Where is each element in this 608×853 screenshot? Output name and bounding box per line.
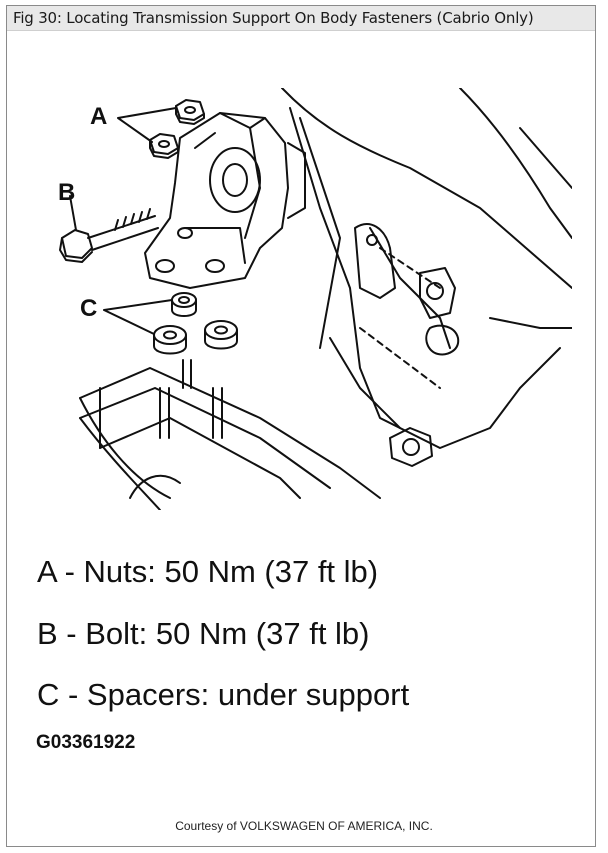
label-c: C (80, 295, 97, 322)
leader-c (103, 299, 173, 335)
title-bar: Fig 30: Locating Transmission Support On… (7, 6, 595, 31)
transmission-support (144, 112, 306, 289)
figure-code: G03361922 (36, 732, 136, 753)
spacers (153, 292, 238, 355)
label-a: A (90, 103, 107, 130)
legend-item-a: A - Nuts: 50 Nm (37 ft lb) (37, 554, 379, 589)
figure-title: Fig 30: Locating Transmission Support On… (13, 9, 534, 27)
transmission-support-diagram: A B C (58, 88, 572, 510)
frame-rail (79, 359, 381, 510)
leader-b (69, 195, 77, 231)
label-b: B (58, 179, 75, 206)
leader-a (117, 107, 177, 143)
nuts (149, 99, 205, 159)
body-panel (281, 88, 572, 467)
legend-item-c: C - Spacers: under support (37, 677, 410, 712)
legend-item-b: B - Bolt: 50 Nm (37 ft lb) (37, 616, 370, 651)
credit-line: Courtesy of VOLKSWAGEN OF AMERICA, INC. (175, 819, 433, 833)
